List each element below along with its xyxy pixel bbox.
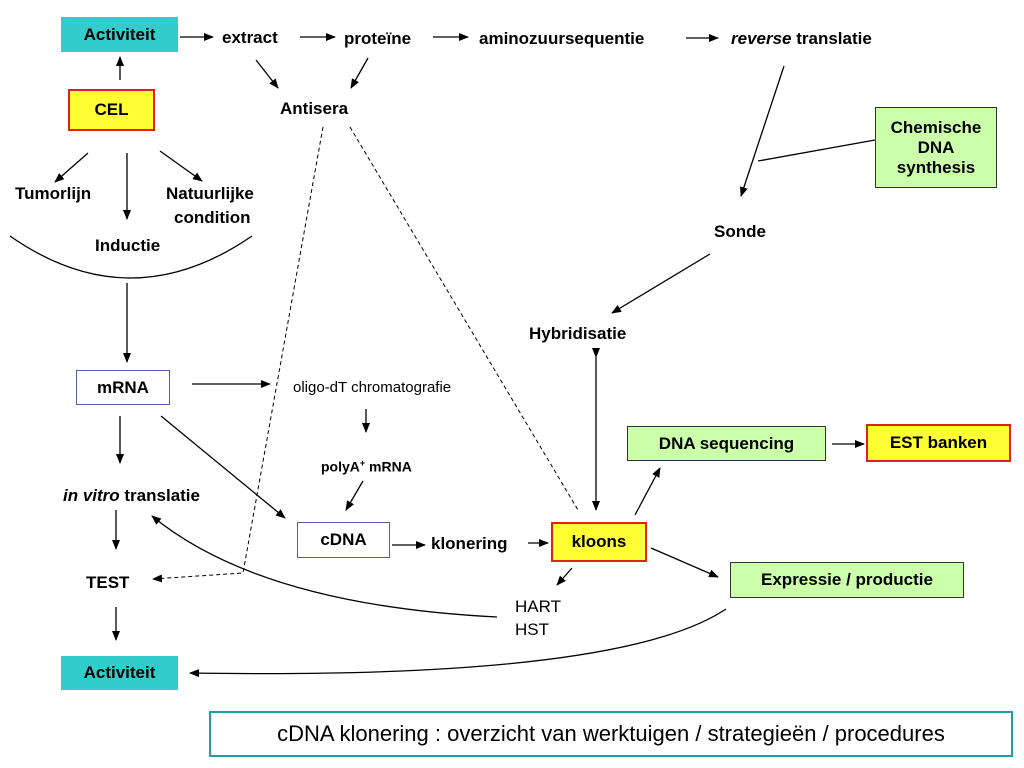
tumorlijn-label: Tumorlijn (15, 184, 92, 203)
dna-sequencing-box: DNA sequencing (627, 426, 826, 461)
dashed-antisera-test (152, 126, 324, 583)
arrow-kloons-dnaseq (634, 467, 661, 516)
hst-label: HST (515, 620, 549, 639)
reverse-word: reverse (731, 29, 792, 48)
test-label: TEST (86, 573, 130, 592)
klonering-label: klonering (431, 534, 508, 553)
hart-label: HART (515, 597, 561, 616)
extract-label: extract (222, 28, 278, 47)
polya-sup: + (359, 458, 366, 468)
expressie-productie-label: Expressie / productie (761, 570, 933, 589)
caption-text: cDNA klonering : overzicht van werktuige… (277, 721, 945, 746)
funnel-curve (9, 235, 253, 279)
polya-mrna-label: polyA+ mRNA (321, 453, 412, 477)
translatie-word: translatie (791, 29, 872, 48)
chemische-line-1: Chemische (890, 117, 982, 137)
activiteit-top-box: Activiteit (61, 17, 178, 52)
in-vitro-word: in vitro (63, 486, 120, 505)
activiteit-bottom-box: Activiteit (61, 656, 178, 690)
chemische-line-2: DNA (917, 137, 955, 157)
arrow-reverse-sonde (740, 65, 785, 197)
in-vitro-translatie-label: in vitro translatie (63, 486, 200, 506)
sonde-label: Sonde (714, 222, 766, 241)
expressie-productie-box: Expressie / productie (730, 562, 964, 598)
natuurlijke-label: Natuurlijke (166, 184, 254, 203)
arrow-polya-cdna (345, 480, 364, 511)
aminozuursequentie-label: aminozuursequentie (479, 29, 645, 48)
cel-box: CEL (68, 89, 155, 131)
hybridisatie-label: Hybridisatie (529, 324, 627, 343)
translatie-word-2: translatie (119, 486, 200, 505)
arrow-mrna-cdna (160, 415, 286, 519)
arrow-expressie-activiteit (189, 608, 727, 678)
est-banken-label: EST banken (889, 433, 988, 452)
mrna-label: mRNA (97, 377, 149, 397)
mrna-box: mRNA (76, 370, 170, 405)
arrow-extract-antisera (255, 59, 279, 89)
inductie-label: Inductie (95, 236, 161, 255)
kloons-box: kloons (551, 522, 647, 562)
cel-label: CEL (94, 100, 129, 119)
chemische-line-3: synthesis (896, 157, 976, 177)
chemische-dna-synthesis-box: Chemische DNA synthesis (875, 107, 997, 188)
condition-label: condition (174, 208, 251, 227)
caption-box: cDNA klonering : overzicht van werktuige… (209, 711, 1013, 757)
cdna-box: cDNA (297, 522, 390, 558)
arrow-hst-invitro (151, 515, 498, 618)
activiteit-bottom-label: Activiteit (83, 663, 156, 682)
cdna-label: cDNA (320, 530, 367, 549)
dna-sequencing-label: DNA sequencing (658, 433, 795, 453)
arrow-cel-natuurlijke (159, 150, 203, 182)
antisera-label: Antisera (280, 99, 349, 118)
polya-prefix: polyA (321, 458, 360, 475)
activiteit-top-label: Activiteit (83, 24, 156, 44)
arrow-kloons-hart (556, 567, 573, 586)
arrow-proteine-antisera (350, 57, 369, 89)
reverse-translatie-label: reverse translatie (731, 29, 872, 49)
dashed-antisera-kloons (349, 126, 579, 511)
est-banken-box: EST banken (866, 424, 1011, 462)
arrow-cel-tumorlijn (54, 152, 89, 183)
oligo-dt-label: oligo-dT chromatografie (293, 379, 452, 396)
kloons-label: kloons (571, 532, 627, 551)
proteine-label: proteïne (344, 29, 412, 48)
arrow-sonde-hybridisatie (611, 253, 711, 314)
arrow-kloons-expressie (650, 547, 719, 578)
polya-suffix: mRNA (365, 458, 412, 475)
line-chemische-join (757, 139, 876, 162)
